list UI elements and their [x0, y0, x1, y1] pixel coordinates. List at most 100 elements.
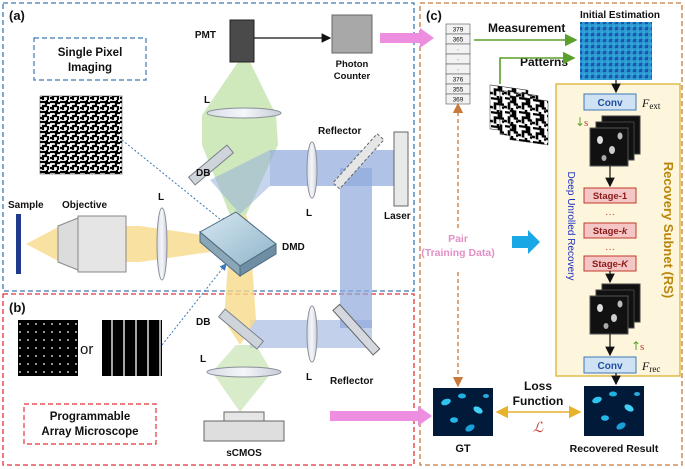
blue-beam-diagonal: [210, 150, 270, 214]
dmd-pattern-image: [39, 95, 123, 175]
loss-line2: Function: [513, 394, 564, 408]
dots-2: ···: [605, 244, 615, 255]
up-s-label: s: [640, 341, 644, 353]
feature-stack-top: [589, 115, 641, 167]
blue-beam-vertical: [340, 168, 372, 328]
single-pixel-line1: Single Pixel: [58, 47, 123, 59]
measurement-value: ·: [457, 67, 459, 74]
stage-K-label: Stage-K: [592, 259, 629, 270]
green-beam-lower: [212, 345, 272, 412]
lens-upper: [206, 107, 282, 119]
panel-c-frame: [419, 2, 683, 466]
scmos-top: [223, 411, 265, 422]
lens-mid: [306, 141, 318, 199]
lens-upper-label: L: [204, 95, 210, 106]
objective-body: [77, 215, 127, 273]
measurement-value: 379: [453, 27, 464, 34]
reflector-lower-label: Reflector: [330, 376, 373, 387]
single-pixel-box: [33, 37, 147, 81]
measurement-value: ·: [457, 57, 459, 64]
lens-bottom-label: L: [200, 354, 206, 365]
reflector-lower: [332, 303, 381, 356]
dmd-label: DMD: [282, 242, 305, 253]
pam-box: [23, 403, 157, 445]
dichroic-upper: [187, 144, 235, 186]
lens-left: [156, 207, 168, 281]
dots-1: ···: [605, 209, 615, 220]
blue-beam-upper: [270, 150, 398, 186]
measurement-title: Measurement: [488, 21, 565, 35]
conv-top-block: [583, 93, 637, 111]
pair-line2: (Training Data): [421, 247, 495, 259]
dmd-device: [199, 211, 277, 278]
panel-c-label: (c): [426, 8, 442, 23]
panel-a-label: (a): [9, 8, 25, 23]
patterns-stack: [489, 84, 549, 146]
deep-unrolled-label: Deep Unrolled Recovery: [565, 172, 576, 281]
panel-b-label: (b): [9, 300, 26, 315]
measurement-value: 376: [453, 77, 464, 84]
laser-device: [393, 131, 409, 207]
up-s-arrow: ↑: [631, 339, 641, 353]
loss-line1: Loss: [524, 379, 552, 393]
patterns-arrow: [499, 51, 576, 84]
laser-label: Laser: [384, 211, 411, 222]
recovered-image: [584, 386, 644, 436]
feature-stack-bottom: [589, 283, 641, 335]
lens-bottom: [206, 366, 282, 378]
stage-1-label: Stage-1: [593, 191, 628, 202]
db-upper-label: DB: [196, 168, 210, 179]
dichroic-lower: [217, 308, 265, 350]
pattern-pointer-b: [161, 263, 227, 346]
photon-counter-line1: Photon: [336, 59, 369, 70]
stage-1-block: [583, 187, 637, 204]
reflector-upper-label: Reflector: [318, 126, 361, 137]
sample-label: Sample: [8, 200, 44, 211]
initial-estimation-image: [580, 22, 652, 80]
recovery-subnet-label: Recovery Subnet (RS): [661, 162, 676, 299]
photon-counter-device: [331, 14, 373, 54]
dot-array-pattern: [18, 320, 78, 376]
pmt-label: PMT: [195, 30, 216, 41]
objective-lens: [57, 217, 79, 271]
lens-lower-mid-label: L: [306, 372, 312, 383]
photon-counter-line2: Counter: [334, 71, 371, 82]
scmos-label: sCMOS: [226, 448, 262, 459]
pink-arrow-measurement: [380, 28, 434, 48]
objective-label: Objective: [62, 200, 107, 211]
reflector-upper: [332, 133, 385, 190]
initial-estimation-label: Initial Estimation: [580, 10, 660, 21]
down-s-arrow: ↓: [575, 115, 585, 129]
loss-symbol: ℒ: [533, 421, 544, 436]
measurement-value: 365: [453, 37, 464, 44]
measurement-value: 369: [453, 97, 464, 104]
measurement-value: ·: [457, 47, 459, 54]
down-s-label: s: [584, 117, 588, 129]
lens-lower-mid: [306, 305, 318, 363]
gt-image: [433, 388, 493, 436]
f-ext-label: Fext: [641, 96, 661, 111]
line-array-pattern: [102, 320, 162, 376]
scmos-body: [203, 420, 285, 442]
gt-label: GT: [455, 443, 471, 455]
stage-k-block: [583, 222, 637, 239]
conv-top-label: Conv: [598, 98, 623, 109]
stage-k-label: Stage-k: [593, 226, 628, 237]
conv-bottom-block: [583, 356, 637, 374]
sample-slide: [16, 214, 21, 274]
pam-line2: Array Microscope: [41, 426, 138, 438]
pink-arrow-gt: [330, 406, 432, 426]
conv-bottom-label: Conv: [598, 361, 623, 372]
pam-line1: Programmable: [50, 411, 131, 423]
single-pixel-line2: Imaging: [68, 62, 112, 74]
patterns-label: Patterns: [520, 55, 568, 69]
panel-b-frame: [2, 293, 415, 466]
pmt-device: [229, 19, 255, 63]
f-rec-label: Frec: [641, 359, 660, 374]
lens-left-label: L: [158, 192, 164, 203]
lens-mid-label: L: [306, 208, 312, 219]
panel-a-frame: [2, 2, 415, 292]
db-lower-label: DB: [196, 317, 210, 328]
